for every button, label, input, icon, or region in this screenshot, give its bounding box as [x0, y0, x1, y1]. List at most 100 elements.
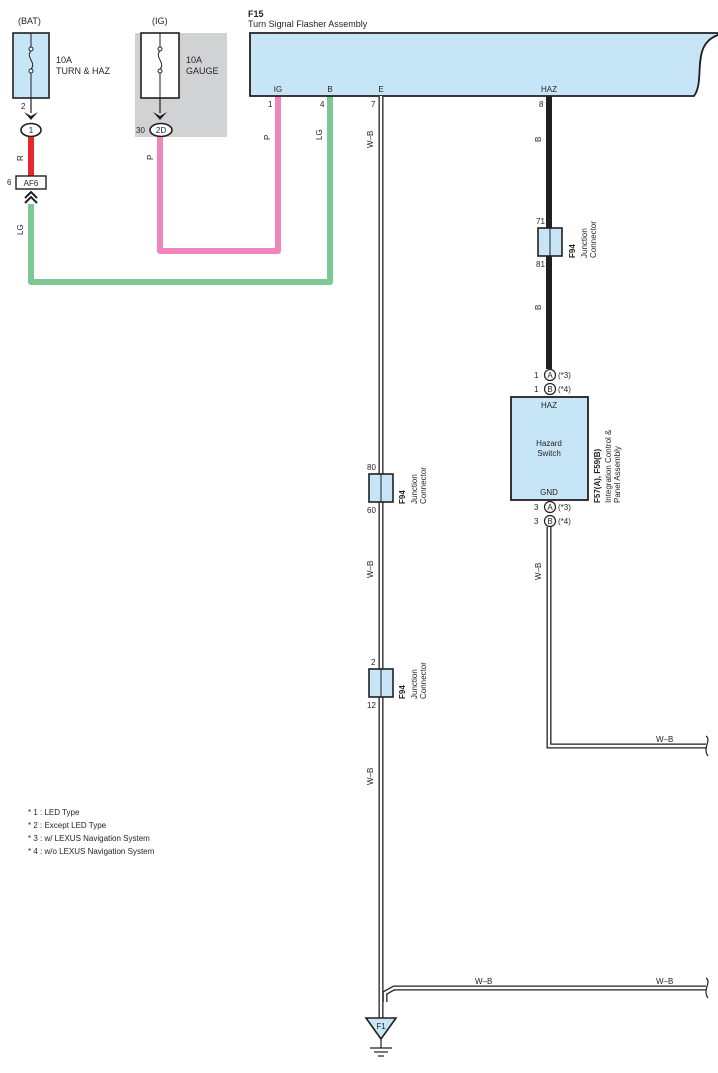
- wb-label-e-1: W–B: [366, 131, 375, 148]
- flasher-code: F15: [248, 9, 264, 19]
- flasher-name: Turn Signal Flasher Assembly: [248, 19, 368, 29]
- e-junction-upper-pin-bottom: 60: [367, 506, 376, 515]
- hazard-switch-title-2: Switch: [537, 449, 561, 458]
- wb-label-branch-2: W–B: [656, 977, 673, 986]
- bat-fuse-arrow: [24, 112, 38, 120]
- e-junction-upper-name-2: Connector: [419, 467, 428, 504]
- hazsw-haz-conn-a-label: A: [547, 371, 553, 380]
- hazard-switch-gnd-label: GND: [540, 488, 558, 497]
- flasher-box: [249, 32, 718, 97]
- hazard-switch-name-1: Integration Control &: [604, 429, 613, 503]
- e-junction-lower-name-2: Connector: [419, 662, 428, 699]
- haz-junction-name-1: Junction: [580, 228, 589, 258]
- e-junction-upper-code: F94: [398, 490, 407, 504]
- e-junction-lower-name-1: Junction: [410, 669, 419, 699]
- ground-icon: [370, 1039, 392, 1057]
- wb-label-e-3: W–B: [366, 768, 375, 785]
- af6-box: [15, 175, 47, 190]
- b-wire-color-label-upper: B: [534, 137, 543, 142]
- wire-continuation-break-2: [705, 977, 709, 999]
- hazsw-haz-pin-b: 1: [534, 385, 539, 394]
- wb-wire-branch-outer: [382, 985, 706, 1002]
- e-junction-lower-pin-bottom: 12: [367, 701, 376, 710]
- bat-fuse-symbol: [28, 33, 34, 98]
- ig-fuse-arrow: [153, 112, 167, 120]
- hazsw-gnd-conn-b: [543, 514, 557, 528]
- wb-label-hazard-vertical: W–B: [534, 563, 543, 580]
- lg-wire: [28, 96, 333, 285]
- hazsw-gnd-conn-a-label: A: [547, 503, 553, 512]
- hazsw-haz-conn-a: [543, 368, 557, 382]
- wb-wire-hazard-gnd-outer: [546, 527, 706, 749]
- hazsw-gnd-pin-a: 3: [534, 503, 539, 512]
- e-junction-lower-code: F94: [398, 685, 407, 699]
- bat-connector-label: 1: [29, 126, 34, 135]
- note-2: * 2 : Except LED Type: [28, 821, 107, 830]
- ig-fuse-pin: 30: [136, 126, 145, 135]
- af6-pin: 6: [7, 178, 12, 187]
- hazsw-gnd-note-b: (*4): [558, 517, 571, 526]
- haz-junction-pin-top: 71: [536, 217, 545, 226]
- note-3: * 3 : w/ LEXUS Navigation System: [28, 834, 150, 843]
- p-wire-color-label-right: P: [263, 135, 272, 140]
- e-junction-upper-name-1: Junction: [410, 474, 419, 504]
- hazsw-gnd-conn-a: [543, 500, 557, 514]
- note-1: * 1 : LED Type: [28, 808, 80, 817]
- note-4: * 4 : w/o LEXUS Navigation System: [28, 847, 155, 856]
- ground-triangle: [364, 1017, 398, 1041]
- wb-label-branch-1: W–B: [475, 977, 492, 986]
- bat-fuse-name: TURN & HAZ: [56, 66, 111, 76]
- flasher-terminal-b: B: [327, 85, 332, 94]
- hazard-switch-title-1: Hazard: [536, 439, 562, 448]
- ig-fuse-rating: 10A: [186, 55, 202, 65]
- flasher-pin-b: 4: [320, 100, 325, 109]
- hazsw-gnd-conn-b-label: B: [547, 517, 552, 526]
- ground-label: F1: [376, 1022, 386, 1031]
- flasher-terminal-ig: IG: [274, 85, 282, 94]
- ig-supply-label: (IG): [152, 16, 168, 26]
- hazsw-haz-pin-a: 1: [534, 371, 539, 380]
- ig-fuse-name: GAUGE: [186, 66, 219, 76]
- p-wire-color-label-left: P: [146, 155, 155, 160]
- flasher-pin-e: 7: [371, 100, 376, 109]
- lg-wire-color-label-right: LG: [315, 129, 324, 140]
- hazsw-haz-conn-b-label: B: [547, 385, 552, 394]
- lg-wire-color-label-left: LG: [16, 224, 25, 235]
- red-wire-color-label: R: [16, 155, 25, 161]
- hazsw-haz-note-a: (*3): [558, 371, 571, 380]
- ig-connector-oval: [149, 122, 173, 138]
- ig-connector-label: 2D: [156, 126, 166, 135]
- wb-wire-branch-inner: [383, 986, 706, 1002]
- ig-fuse-symbol: [157, 33, 163, 98]
- wire-continuation-break-1: [705, 735, 709, 757]
- hazard-switch-name-2: Panel Assembly: [613, 446, 622, 503]
- haz-junction-pin-bottom: 81: [536, 260, 545, 269]
- bat-fuse-pin: 2: [21, 102, 26, 111]
- wb-wire-hazard-gnd-inner: [547, 527, 706, 748]
- bat-fuse-rating: 10A: [56, 55, 72, 65]
- af6-label: AF6: [24, 179, 39, 188]
- e-junction-upper-pin-top: 80: [367, 463, 376, 472]
- hazard-switch-code: F57(A), F59(B): [593, 448, 602, 503]
- hazsw-haz-note-b: (*4): [558, 385, 571, 394]
- haz-junction-name-2: Connector: [589, 221, 598, 258]
- af6-chevron-icon: [24, 190, 38, 204]
- wb-label-e-2: W–B: [366, 561, 375, 578]
- hazsw-gnd-pin-b: 3: [534, 517, 539, 526]
- haz-junction-code: F94: [568, 244, 577, 258]
- flasher-pin-haz: 8: [539, 100, 544, 109]
- hazsw-gnd-note-a: (*3): [558, 503, 571, 512]
- b-wire-color-label-lower: B: [534, 305, 543, 310]
- bat-supply-label: (BAT): [18, 16, 41, 26]
- flasher-terminal-e: E: [378, 85, 383, 94]
- flasher-pin-ig: 1: [268, 100, 273, 109]
- hazard-switch-box: [510, 396, 589, 501]
- bat-connector-oval: [20, 122, 42, 138]
- hazard-switch-haz-label: HAZ: [541, 401, 557, 410]
- e-junction-lower-pin-top: 2: [371, 658, 376, 667]
- p-wire: [157, 96, 281, 254]
- hazsw-haz-conn-b: [543, 382, 557, 396]
- wb-label-hazard-horizontal: W–B: [656, 735, 673, 744]
- flasher-terminal-haz: HAZ: [541, 85, 557, 94]
